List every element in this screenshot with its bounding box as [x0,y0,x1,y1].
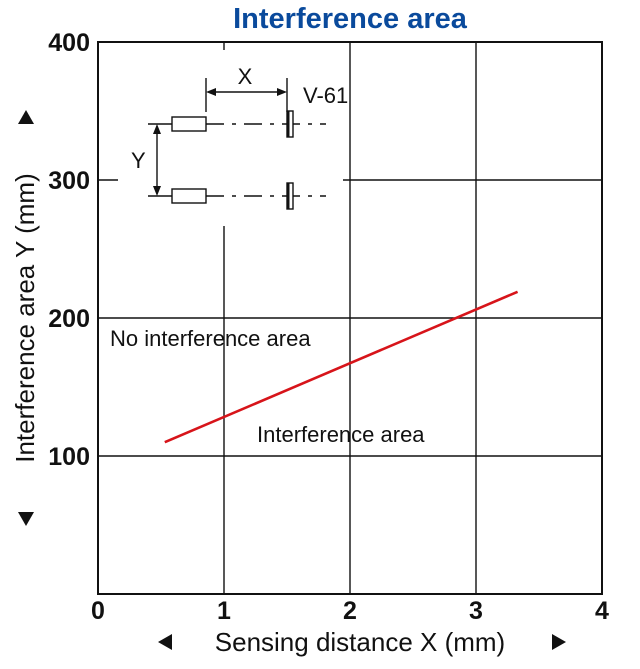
inset-diagram: X V-61 Y [118,50,348,226]
x-axis-label-group: Sensing distance X (mm) [158,627,566,657]
y-tick-label: 300 [48,167,90,195]
inset-x-arrow-left [206,88,216,96]
inset-y-arrow-bottom [153,186,161,196]
y-tick-label: 200 [48,305,90,333]
plot-frame [97,41,603,595]
no-interference-label: No interference area [110,326,311,351]
x-tick-label: 3 [469,597,483,625]
inset-x-arrow-right [277,88,287,96]
inset-y-arrow-top [153,124,161,134]
y-axis-label: Interference area Y (mm) [10,173,40,463]
x-tick-label: 0 [91,597,105,625]
inset-y-label: Y [131,148,146,173]
inset-bottom-target-face [287,183,290,209]
inset-backdrop [118,50,343,226]
series [164,290,519,444]
inset-model-label: V-61 [303,83,348,108]
y-axis-label-group: Interference area Y (mm) [10,110,40,526]
x-tick-label: 4 [595,597,609,625]
y-axis-arrow-down [18,512,34,526]
chart-title: Interference area [233,3,468,35]
inset-top-target-face [287,111,290,137]
y-tick-labels: 100 200 300 400 [48,29,90,471]
x-tick-labels: 0 1 2 3 4 [91,597,609,625]
y-tick-label: 400 [48,29,90,57]
x-tick-label: 1 [217,597,231,625]
x-axis-label: Sensing distance X (mm) [215,627,505,657]
series-line-0 [164,290,519,444]
y-axis-arrow-up [18,110,34,124]
x-axis-arrow-right [552,634,566,650]
x-tick-label: 2 [343,597,357,625]
interference-label: Interference area [257,422,425,447]
inset-x-label: X [238,64,253,89]
y-tick-label: 100 [48,443,90,471]
x-axis-arrow-left [158,634,172,650]
